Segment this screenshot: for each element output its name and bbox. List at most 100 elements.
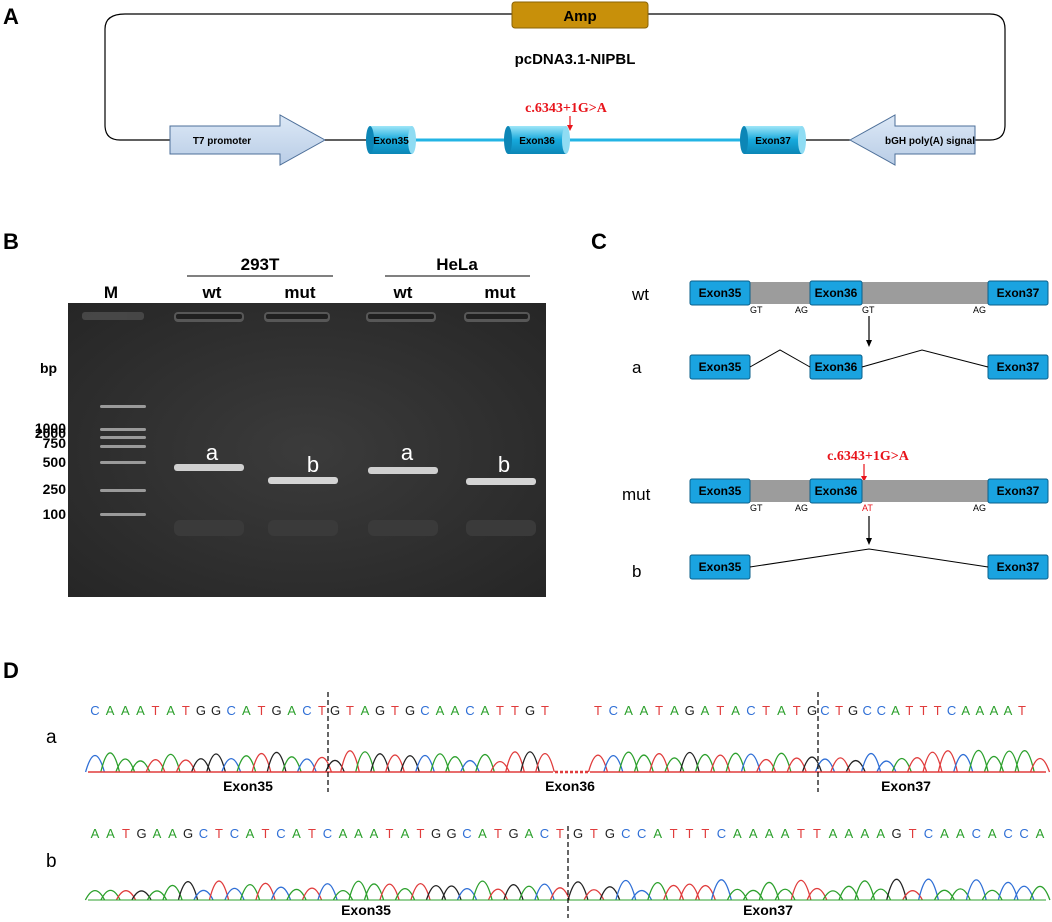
chromatogram-peak xyxy=(845,759,866,773)
wt-gt2: GT xyxy=(862,305,875,315)
seq-b2-base: C xyxy=(924,826,933,841)
wt-gt1: GT xyxy=(750,305,763,315)
wt-exon36 xyxy=(809,280,863,306)
chromatogram-peak xyxy=(603,754,624,773)
wt-exon35 xyxy=(689,280,751,306)
seq-a4-base: A xyxy=(990,703,999,718)
seq-b1-base: G xyxy=(431,826,441,841)
seq-a2-base: G xyxy=(375,703,385,718)
wt-exon37 xyxy=(987,280,1049,306)
chromatogram-peak xyxy=(236,755,257,773)
seq-a3-base: T xyxy=(762,703,770,718)
seq-b2-base: C xyxy=(717,826,726,841)
amp-label: Amp xyxy=(563,8,596,25)
lane-label-mut2: mut xyxy=(484,283,516,302)
seq-row-b-label: b xyxy=(46,851,57,872)
seq-a4-base: C xyxy=(863,703,872,718)
seq-a3-base: A xyxy=(624,703,633,718)
seq-b1-base: A xyxy=(525,826,534,841)
seq-a4-base: C xyxy=(820,703,829,718)
seq-a1-base: T xyxy=(258,703,266,718)
seq-b1-base: C xyxy=(276,826,285,841)
seq-a3-base: T xyxy=(594,703,602,718)
seq-b2-base: T xyxy=(909,826,917,841)
chromatogram-peak xyxy=(518,885,540,901)
chromatogram-peak xyxy=(296,758,317,773)
chromatogram-peak xyxy=(535,753,555,773)
seq-b-chromatogram xyxy=(84,878,1051,901)
panel-label-b: B xyxy=(3,229,19,254)
chromatogram-peak xyxy=(917,878,940,901)
chromatogram-peak xyxy=(906,757,928,773)
splicing-panel: wt Exon35 Exon36 Exon37 GT AG GT AG a Ex… xyxy=(622,280,1049,581)
a-exon37-label: Exon37 xyxy=(997,360,1040,374)
seq-a1-base: A xyxy=(106,703,115,718)
seq-b2-base: A xyxy=(765,826,774,841)
chromatogram-peak xyxy=(902,890,923,901)
chromatogram-peak xyxy=(301,887,323,901)
seq-a2-base: T xyxy=(391,703,399,718)
seq-b1-base: A xyxy=(339,826,348,841)
mut-ag1: AG xyxy=(795,503,808,513)
cellline-293t: 293T xyxy=(241,255,280,274)
plasmid-name: pcDNA3.1-NIPBL xyxy=(515,51,636,68)
seq-a3-base: T xyxy=(716,703,724,718)
seq-a3-base: T xyxy=(793,703,801,718)
seq-b1-base: G xyxy=(508,826,518,841)
bgh-polya-arrow xyxy=(848,114,976,166)
seq-a4-base: T xyxy=(934,703,942,718)
chromatogram-peak xyxy=(221,757,242,773)
seq-b1-base: T xyxy=(417,826,425,841)
seq-a4-base: T xyxy=(920,703,928,718)
bgh-polya-label: bGH poly(A) signal xyxy=(885,136,975,147)
seq-b1-base: A xyxy=(354,826,363,841)
chromatogram-peak xyxy=(130,760,151,773)
seq-b2-base: G xyxy=(573,826,583,841)
lane-label-m: M xyxy=(104,283,118,302)
seq-a2-base: C xyxy=(465,703,474,718)
splicing-mutation-label: c.6343+1G>A xyxy=(827,449,910,464)
seq-a3-base: G xyxy=(807,703,817,718)
seq-a4-base: G xyxy=(848,703,858,718)
seq-b2-base: C xyxy=(1003,826,1012,841)
wt-ag2: AG xyxy=(973,305,986,315)
seq-b2-base: A xyxy=(940,826,949,841)
seq-b2-base: A xyxy=(1036,826,1045,841)
mut-exon36 xyxy=(809,478,863,504)
plasmid-map: Amp pcDNA3.1-NIPBL T7 promoter Exon35 Ex… xyxy=(104,1,1006,166)
band-b-hela xyxy=(466,478,536,485)
ladder-100: 100 xyxy=(43,506,67,522)
seq-b2-base: A xyxy=(653,826,662,841)
chromatogram-peak xyxy=(1014,750,1035,773)
b-exon37-label: Exon37 xyxy=(997,560,1040,574)
chromatogram-peak xyxy=(456,887,478,901)
seq-a1-base: T xyxy=(152,703,160,718)
seq-a3-base: G xyxy=(685,703,695,718)
seq-a3-base: C xyxy=(609,703,618,718)
seq-a2-base: A xyxy=(451,703,460,718)
seq-a3-base: C xyxy=(746,703,755,718)
seq-b1-base: T xyxy=(308,826,316,841)
chromatogram-peak xyxy=(583,889,605,901)
chromatogram-peak xyxy=(664,757,685,773)
seq-a-exon36: Exon36 xyxy=(545,778,595,794)
seq-b1-base: G xyxy=(446,826,456,841)
seq-b1-base: C xyxy=(462,826,471,841)
seq-b1-base: A xyxy=(168,826,177,841)
mut-ag2: AG xyxy=(973,503,986,513)
seq-b2-base: T xyxy=(797,826,805,841)
chromatogram-peak xyxy=(949,888,971,901)
seq-a2-base: T xyxy=(496,703,504,718)
gel-panel: 293T HeLa M wt mut wt mut bp 2000 1000 1… xyxy=(35,255,546,597)
seq-b1-base: C xyxy=(230,826,239,841)
chromatogram-peak xyxy=(1029,757,1051,773)
ladder-750: 750 xyxy=(43,435,67,451)
plasmid-mutation-label: c.6343+1G>A xyxy=(525,101,608,116)
chromatogram-peak xyxy=(146,890,168,901)
seq-a4-base: A xyxy=(891,703,900,718)
seq-a2-base: T xyxy=(346,703,354,718)
seq-a1-base: C xyxy=(90,703,99,718)
seq-a3-base: T xyxy=(655,703,663,718)
band-label-a2: a xyxy=(401,440,414,465)
